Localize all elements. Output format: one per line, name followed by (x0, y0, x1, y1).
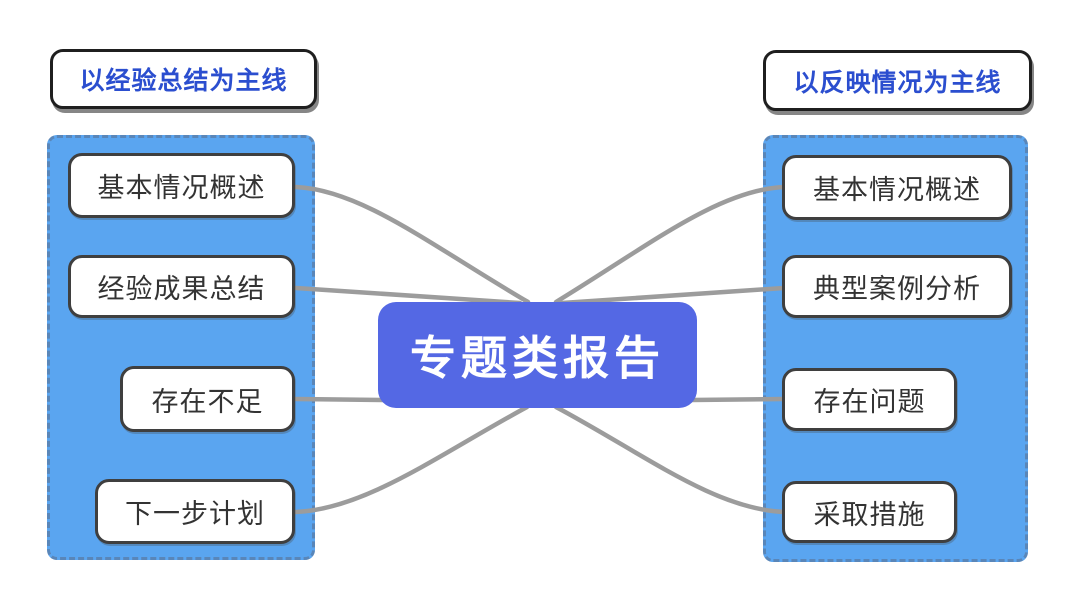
right-branch-header[interactable]: 以反映情况为主线 (763, 50, 1032, 111)
right-branch-header-label: 以反映情况为主线 (793, 68, 1002, 97)
connector-right-1 (553, 184, 787, 305)
right-node-problems-label: 存在问题 (813, 387, 926, 417)
right-node-overview-label: 基本情况概述 (813, 175, 981, 205)
left-branch-header[interactable]: 以经验总结为主线 (50, 49, 317, 109)
left-node-overview[interactable]: 基本情况概述 (68, 153, 295, 218)
left-node-experience-summary-label: 经验成果总结 (97, 274, 266, 304)
right-node-case-analysis[interactable]: 典型案例分析 (782, 255, 1012, 318)
left-branch-header-label: 以经验总结为主线 (79, 67, 288, 95)
left-node-shortcomings-label: 存在不足 (151, 386, 264, 417)
left-node-overview-label: 基本情况概述 (97, 173, 266, 203)
connector-left-1 (293, 184, 531, 305)
right-node-overview[interactable]: 基本情况概述 (782, 155, 1012, 220)
left-node-next-steps-label: 下一步计划 (125, 499, 265, 529)
left-node-shortcomings[interactable]: 存在不足 (120, 366, 295, 432)
right-node-measures-label: 采取措施 (813, 499, 926, 530)
connector-right-2 (559, 285, 787, 306)
center-node[interactable]: 专题类报告 (378, 302, 697, 408)
connector-left-3 (293, 396, 387, 403)
connector-left-4 (293, 404, 530, 515)
right-node-measures[interactable]: 采取措施 (782, 481, 957, 543)
center-node-label: 专题类报告 (410, 332, 665, 384)
left-node-next-steps[interactable]: 下一步计划 (95, 479, 295, 544)
left-node-experience-summary[interactable]: 经验成果总结 (68, 255, 295, 318)
right-node-problems[interactable]: 存在问题 (782, 368, 957, 431)
right-node-case-analysis-label: 典型案例分析 (813, 274, 981, 304)
connector-left-2 (293, 285, 523, 306)
connector-right-4 (553, 404, 787, 515)
connector-right-3 (689, 396, 787, 403)
